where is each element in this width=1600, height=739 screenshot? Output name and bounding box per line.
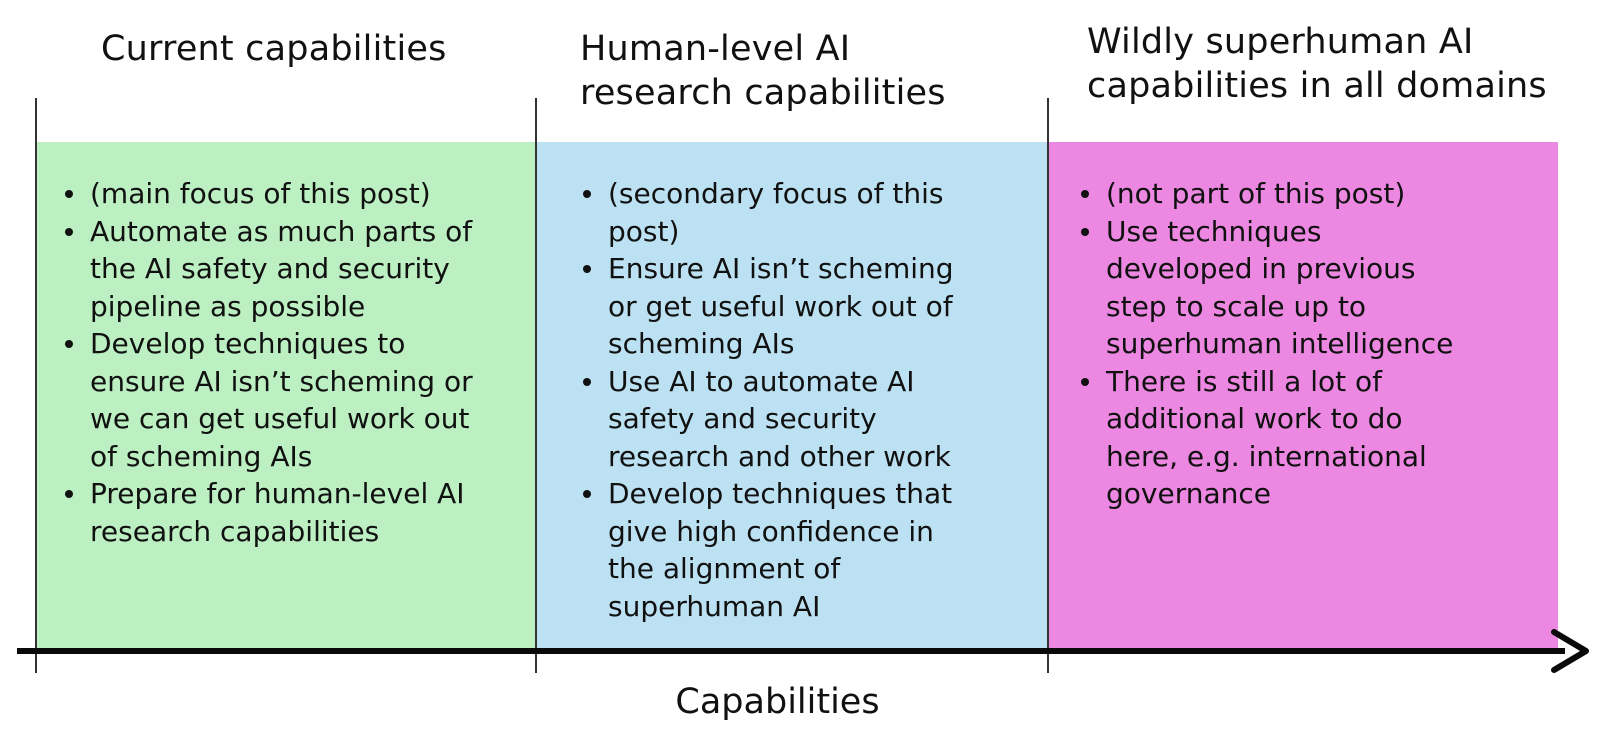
stage-title-human-level: Human-level AI research capabilities (580, 29, 946, 113)
stage-item-text: (not part of this post) (1106, 177, 1406, 210)
stage-item-list: (main focus of this post) Automate as mu… (65, 175, 510, 550)
stage-title-current: Current capabilities (101, 29, 447, 69)
stage-item: Automate as much parts of the AI safety … (65, 213, 510, 326)
stage-panel-superhuman: (not part of this post) Use techniques d… (1048, 142, 1558, 650)
stage-item: (main focus of this post) (65, 175, 510, 213)
stage-item-text: Automate as much parts of the AI safety … (90, 214, 473, 323)
stage-item-text: Use techniques developed in previous ste… (1106, 214, 1454, 361)
bullet-icon (583, 190, 591, 198)
bullet-icon (65, 190, 73, 198)
bullet-icon (583, 490, 591, 498)
bullet-icon (1081, 190, 1089, 198)
stage-item-text: Use AI to automate AI safety and securit… (608, 364, 951, 473)
bullet-icon (583, 265, 591, 273)
stage-divider-human-level (535, 98, 537, 673)
stage-item: Develop techniques to ensure AI isn’t sc… (65, 325, 510, 475)
stage-item: There is still a lot of additional work … (1081, 363, 1526, 513)
stage-divider-start (35, 98, 37, 673)
capabilities-axis-line (17, 648, 1565, 654)
stage-item-list: (not part of this post) Use techniques d… (1081, 175, 1526, 513)
stage-item-text: Develop techniques to ensure AI isn’t sc… (90, 327, 473, 473)
bullet-icon (583, 377, 591, 386)
stage-item: (secondary focus of this post) (583, 175, 998, 250)
arrow-right-icon (1551, 629, 1589, 673)
stage-item: (not part of this post) (1081, 175, 1526, 213)
stage-item-text: Develop techniques that give high confid… (608, 477, 953, 623)
stage-item: Use techniques developed in previous ste… (1081, 213, 1526, 363)
axis-label: Capabilities (675, 682, 880, 722)
stage-title-superhuman: Wildly superhuman AI capabilities in all… (1087, 22, 1547, 106)
bullet-icon (1081, 227, 1089, 236)
bullet-icon (65, 227, 73, 236)
stage-panel-human-level: (secondary focus of this post) Ensure AI… (536, 142, 1048, 650)
stage-item-text: Prepare for human-level AI research capa… (90, 477, 465, 548)
stage-item: Prepare for human-level AI research capa… (65, 475, 510, 550)
stage-panel-current: (main focus of this post) Automate as mu… (36, 142, 536, 650)
stage-item-text: (main focus of this post) (90, 177, 431, 210)
bullet-icon (65, 490, 73, 498)
bullet-icon (65, 340, 73, 348)
stage-item: Use AI to automate AI safety and securit… (583, 363, 998, 476)
stage-item: Ensure AI isn’t scheming or get useful w… (583, 250, 998, 363)
stage-item-list: (secondary focus of this post) Ensure AI… (583, 175, 998, 625)
stage-item-text: There is still a lot of additional work … (1106, 364, 1427, 511)
bullet-icon (1081, 377, 1089, 386)
stage-item-text: Ensure AI isn’t scheming or get useful w… (608, 252, 954, 360)
stage-item: Develop techniques that give high confid… (583, 475, 998, 625)
stage-item-text: (secondary focus of this post) (608, 177, 944, 248)
stage-divider-superhuman (1047, 98, 1049, 673)
